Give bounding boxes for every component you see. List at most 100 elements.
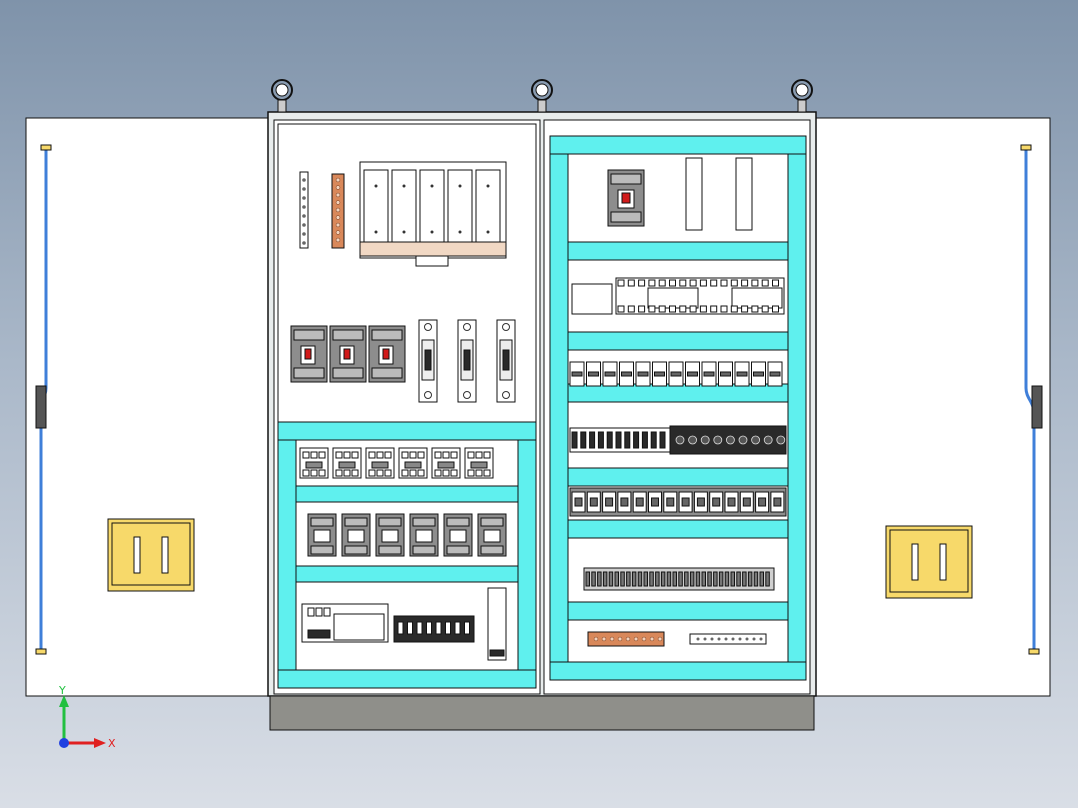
terminal-strip-dot-7 — [302, 241, 306, 245]
terminal-strip-dot-6 — [302, 232, 306, 236]
relay-block-0-face — [574, 497, 583, 507]
contactor-row2-3-face — [415, 529, 433, 543]
relay-row1-5-label — [470, 461, 488, 469]
relay-strip-5-bar — [654, 371, 665, 377]
cabinet-structure — [25, 111, 1051, 731]
terminal-strip-dot-0 — [302, 178, 306, 182]
door-rod-end-2 — [1020, 144, 1032, 151]
power-supply-terminal — [489, 649, 505, 657]
relay-row1-4-label — [437, 461, 455, 469]
relay-row1-1-pin-bottom-2 — [351, 469, 359, 477]
relay-row1-3-pin-bottom-1 — [409, 469, 417, 477]
left-duct-left — [277, 439, 297, 671]
left-breaker-bottom-2 — [371, 367, 403, 379]
fuse-link-1 — [463, 349, 471, 371]
terminal-row-light-10 — [659, 431, 666, 449]
terminal-rail-grey-10 — [643, 571, 648, 587]
relay-row1-2-pin-top-1 — [376, 451, 384, 459]
terminal-rail-grey-7 — [626, 571, 631, 587]
control-unit-pin-top-3 — [648, 279, 656, 287]
relay-strip-11-bar — [753, 371, 764, 377]
contactor-row2-2-bottom — [378, 545, 402, 555]
terminal-block-3 — [426, 621, 432, 635]
z-axis-origin — [59, 738, 69, 748]
left-door-pocket-inner — [111, 522, 191, 586]
terminal-row-light-9 — [650, 431, 657, 449]
terminal-rail-grey-1 — [591, 571, 596, 587]
control-unit-pin-top-9 — [710, 279, 718, 287]
relay-row1-2-pin-bottom-2 — [384, 469, 392, 477]
control-unit-pin-bottom-10 — [720, 305, 728, 313]
control-unit-pin-top-6 — [679, 279, 687, 287]
door-rod-end-1 — [35, 648, 47, 655]
right-horizontal-duct-5 — [567, 601, 789, 621]
control-unit-pin-top-4 — [658, 279, 666, 287]
relay-row1-2-pin-top-2 — [384, 451, 392, 459]
terminal-rail-grey-20 — [701, 571, 706, 587]
copper-busbar-horizontal-hole-1 — [601, 636, 607, 642]
relay-block-10-face — [727, 497, 736, 507]
axis-triad: X Y — [58, 685, 116, 750]
terminal-rail-grey-17 — [684, 571, 689, 587]
busbar-hole-8 — [335, 237, 341, 243]
vertical-terminal-strip — [299, 171, 309, 249]
relay-row1-1-pin-top-1 — [343, 451, 351, 459]
right-main-breaker-top — [610, 173, 642, 185]
control-unit-pin-bottom-12 — [741, 305, 749, 313]
terminal-block-2 — [416, 621, 423, 635]
door-rod-end-3 — [1028, 648, 1040, 655]
contactor-row2-0-top — [310, 517, 334, 527]
main-switch-screw-bottom-1 — [402, 230, 406, 234]
contactor-row2-2-face — [381, 529, 399, 543]
main-switch-screw-top-4 — [486, 184, 490, 188]
terminal-rail-grey-15 — [672, 571, 677, 587]
control-unit-pin-bottom-4 — [658, 305, 666, 313]
contactor-row2-4-bottom — [446, 545, 470, 555]
terminal-rail-grey-24 — [724, 571, 730, 587]
right-main-breaker-bottom — [610, 211, 642, 223]
control-unit-pin-bottom-11 — [730, 305, 738, 313]
relay-row1-2-pin-bottom-1 — [376, 469, 384, 477]
relay-block-11-face — [742, 497, 751, 507]
horizontal-terminal-strip-dot-9 — [759, 637, 763, 641]
copper-busbar-horizontal-hole-6 — [641, 636, 647, 642]
relay-row1-0-pin-bottom-1 — [310, 469, 318, 477]
relay-row1-4-pin-top-2 — [450, 451, 458, 459]
control-unit-pin-top-8 — [699, 279, 707, 287]
terminal-row-light-5 — [615, 431, 622, 449]
terminal-rail-grey-4 — [608, 571, 614, 587]
relay-block-2-face — [605, 497, 614, 507]
control-unit-pin-top-12 — [741, 279, 749, 287]
terminal-rail-grey-31 — [765, 571, 770, 587]
relay-row1-4-pin-bottom-1 — [442, 469, 450, 477]
terminal-strip-dot-4 — [302, 214, 306, 218]
terminal-rail-grey-21 — [707, 571, 712, 587]
terminal-rail-grey-11 — [649, 571, 654, 587]
lifting-eye-hole-1 — [535, 83, 549, 97]
main-switch-pole-4 — [475, 169, 501, 243]
contactor-row2-4-face — [449, 529, 467, 543]
left-door-pocket-slot-1 — [133, 536, 141, 574]
terminal-block-6 — [454, 621, 461, 635]
relay-strip-8-bar — [703, 371, 715, 377]
x-axis-label: X — [108, 737, 116, 750]
contactor-row2-1-face — [347, 529, 365, 543]
lifting-eye-stem-0 — [277, 99, 287, 113]
terminal-rail-grey-0 — [585, 571, 590, 587]
busbar-hole-4 — [335, 207, 341, 213]
control-unit-pin-top-2 — [638, 279, 646, 287]
plc-io-top-2 — [323, 607, 331, 617]
left-breaker-bottom-0 — [293, 367, 325, 379]
copper-busbar-horizontal-hole-4 — [625, 636, 631, 642]
busbar-hole-5 — [335, 215, 341, 220]
right-horizontal-duct-1 — [567, 331, 789, 351]
relay-strip-6-bar — [670, 371, 682, 377]
fuse-holder-bottom-bolt-0 — [424, 391, 432, 399]
terminal-rail-grey-9 — [637, 571, 643, 587]
horizontal-terminal-strip-dot-3 — [717, 637, 721, 641]
relay-block-1-face — [589, 497, 598, 507]
main-switch-screw-bottom-2 — [430, 230, 434, 234]
terminal-rail-grey-5 — [614, 571, 619, 587]
copper-busbar-horizontal-hole-7 — [649, 636, 655, 642]
